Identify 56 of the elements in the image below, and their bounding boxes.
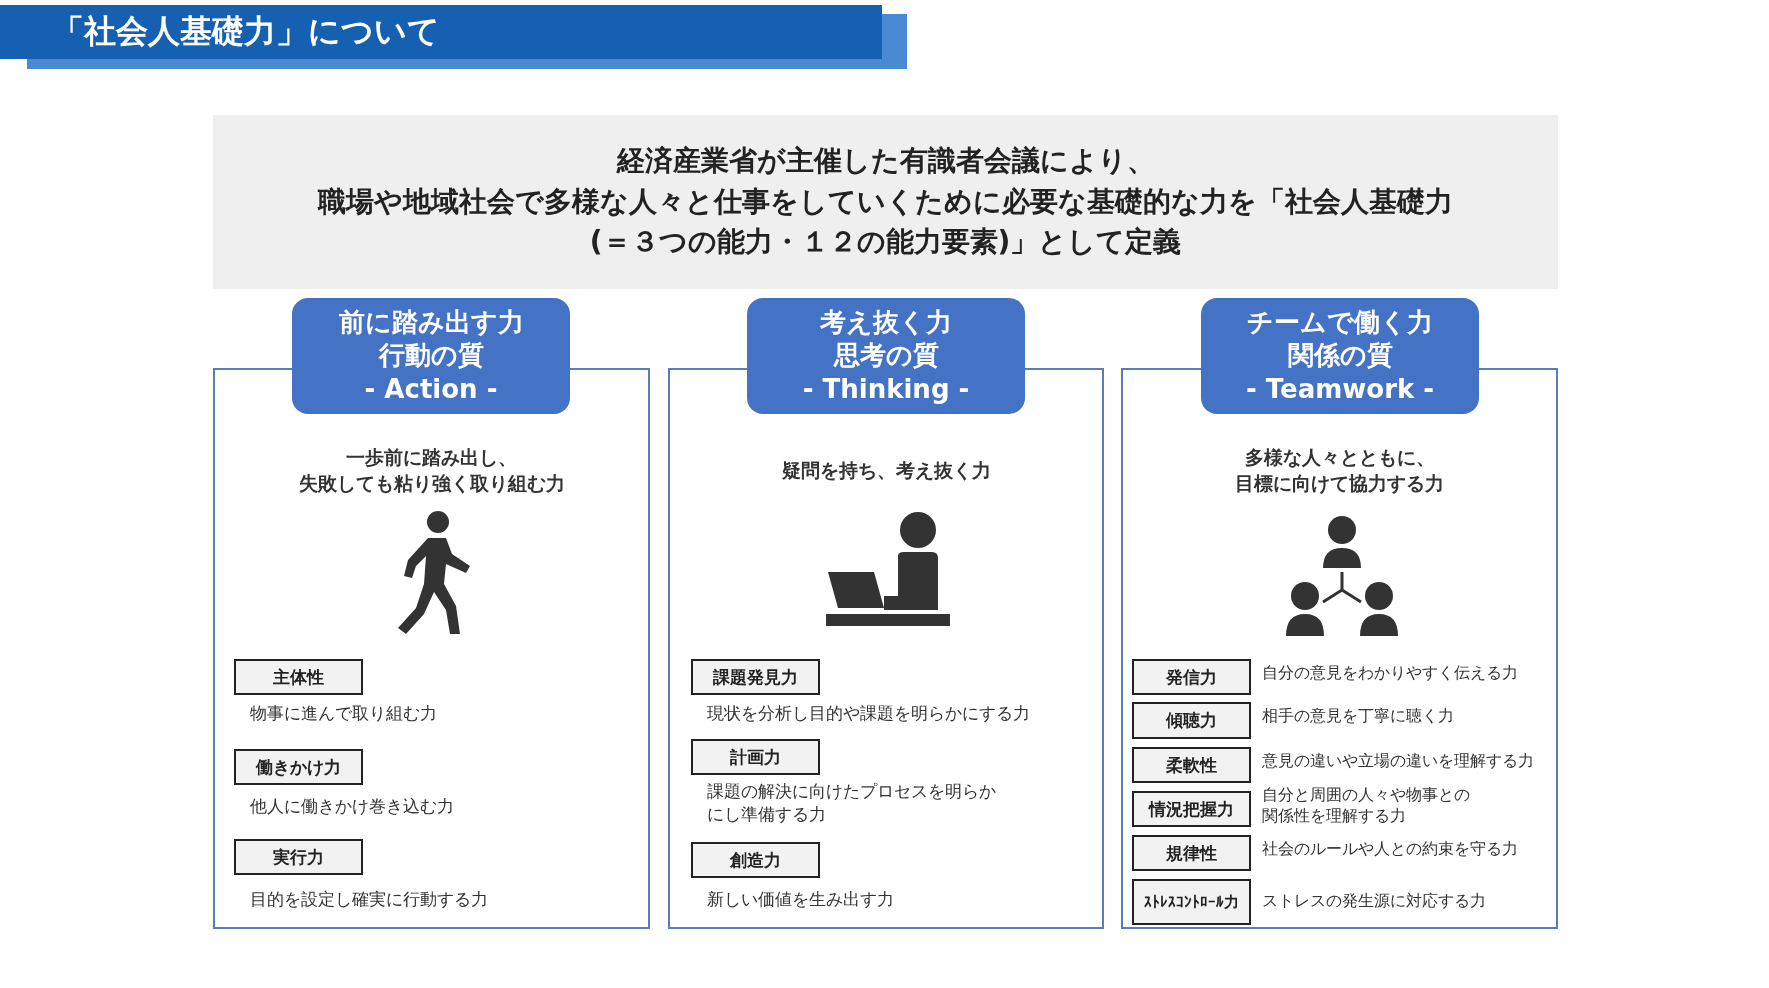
skill-box (1132, 791, 1251, 827)
skill-box (234, 659, 363, 695)
category-panel (668, 368, 1104, 929)
header-title: 思考の質 (833, 339, 939, 373)
header-title: 前に踏み出す力 (338, 306, 524, 340)
skill-description: ストレスの発生源に対応する力 (1262, 891, 1487, 912)
skill-name: 実行力 (273, 845, 324, 869)
skill-name: 柔軟性 (1166, 753, 1217, 777)
category-header (1201, 298, 1479, 414)
skill-description: 自分の意見をわかりやすく伝える力 (1262, 663, 1519, 684)
category-description: 疑問を持ち、考え抜く力 (780, 458, 992, 483)
category-description: 一歩前に踏み出し、失敗しても粘り強く取り組む力 (297, 445, 566, 496)
skill-name: 課題発見力 (713, 665, 798, 689)
header-title: 考え抜く力 (820, 306, 952, 340)
skill-description: 自分と周囲の人々や物事との関係性を理解する力 (1262, 785, 1471, 827)
skill-box (234, 839, 363, 875)
skill-name: 発信力 (1166, 665, 1217, 689)
skill-box (1132, 659, 1251, 695)
intro-text: 経済産業省が主催した有識者会議により、職場や地域社会で多様な人々と仕事をしていくために必要な基礎的な力を「社会人基礎力(＝３つの能力・１２の能力要素)」として定義 (316, 143, 1454, 261)
skill-description: 物事に進んで取り組む力 (250, 702, 438, 725)
skill-description: 他人に働きかけ巻き込む力 (250, 795, 455, 818)
title: 「社会人基礎力」について (52, 11, 440, 52)
skill-name: 傾聴力 (1166, 709, 1217, 732)
header-title: チームで働く力 (1247, 306, 1433, 340)
skill-box (234, 749, 363, 785)
skill-description: 新しい価値を生み出す力 (707, 888, 895, 911)
skill-name: 働きかけ力 (256, 755, 341, 779)
category-panel (1121, 368, 1558, 929)
skill-box (1132, 879, 1251, 925)
header-subtitle: - Teamwork - (1245, 372, 1435, 406)
header-subtitle: - Action - (364, 372, 498, 406)
skill-description: 相手の意見を丁寧に聴く力 (1262, 706, 1455, 727)
category-panel (213, 368, 650, 929)
skill-description: 社会のルールや人との約束を守る力 (1262, 839, 1519, 860)
skill-name: 規律性 (1166, 841, 1217, 865)
skill-description: 課題の解決に向けたプロセスを明らかにし準備する力 (707, 780, 997, 826)
skill-description: 現状を分析し目的や課題を明らかにする力 (707, 702, 1031, 725)
category-header (747, 298, 1025, 414)
skill-name: 情況把握力 (1149, 797, 1234, 821)
category-header (292, 298, 570, 414)
header-subtitle: - Thinking - (802, 372, 970, 406)
skill-box (1132, 835, 1251, 871)
header-title: 行動の質 (378, 339, 484, 373)
skill-name: ｽﾄﾚｽｺﾝﾄﾛｰﾙ力 (1144, 892, 1239, 912)
skill-name: 主体性 (273, 665, 324, 689)
skill-box (1132, 747, 1251, 783)
skill-box (691, 739, 820, 775)
skill-name: 計画力 (730, 745, 781, 769)
skill-description: 目的を設定し確実に行動する力 (250, 888, 489, 911)
header-title: 関係の質 (1287, 339, 1393, 373)
category-description: 多様な人々とともに、目標に向けて協力する力 (1234, 445, 1445, 496)
skill-description: 意見の違いや立場の違いを理解する力 (1262, 751, 1535, 772)
skill-box (1132, 702, 1251, 739)
skill-box (691, 659, 820, 695)
skill-name: 創造力 (730, 848, 781, 872)
skill-box (691, 842, 820, 878)
